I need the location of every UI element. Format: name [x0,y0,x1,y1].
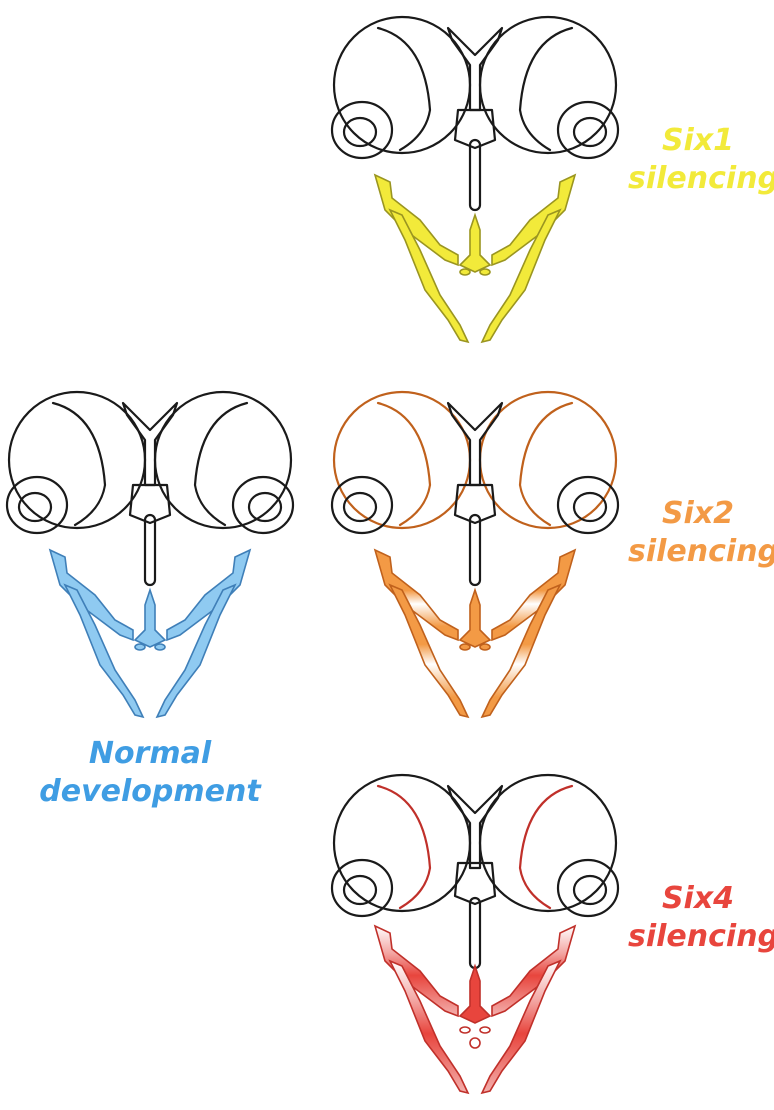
six1-label-line2: silencing [628,160,768,198]
six2-label: Six2 silencing [628,495,768,571]
six2-right-eye [480,392,616,528]
six2-label-line1: Six2 [628,495,768,533]
six1-left-eye [334,17,470,153]
six4-label: Six4 silencing [628,880,768,956]
normal-panel [5,385,295,730]
six4-label-line1: Six4 [628,880,768,918]
six2-left-eye [334,392,470,528]
six1-skull-illustration [330,10,620,355]
six1-label-line1: Six1 [628,122,768,160]
normal-left-eye [9,392,145,528]
six4-skull-illustration [330,768,620,1106]
six1-right-eye [480,17,616,153]
six4-left-eye [334,775,470,911]
six4-panel [330,768,620,1106]
normal-label: Normal development [30,735,270,811]
six4-label-line2: silencing [628,918,768,956]
six2-label-line2: silencing [628,533,768,571]
six1-panel [330,10,620,355]
six4-right-eye [480,775,616,911]
normal-label-line1: Normal [30,735,270,773]
six1-label: Six1 silencing [628,122,768,198]
normal-skull-illustration [5,385,295,730]
six2-skull-illustration [330,385,620,730]
six2-panel [330,385,620,730]
normal-label-line2: development [30,773,270,811]
normal-right-eye [155,392,291,528]
